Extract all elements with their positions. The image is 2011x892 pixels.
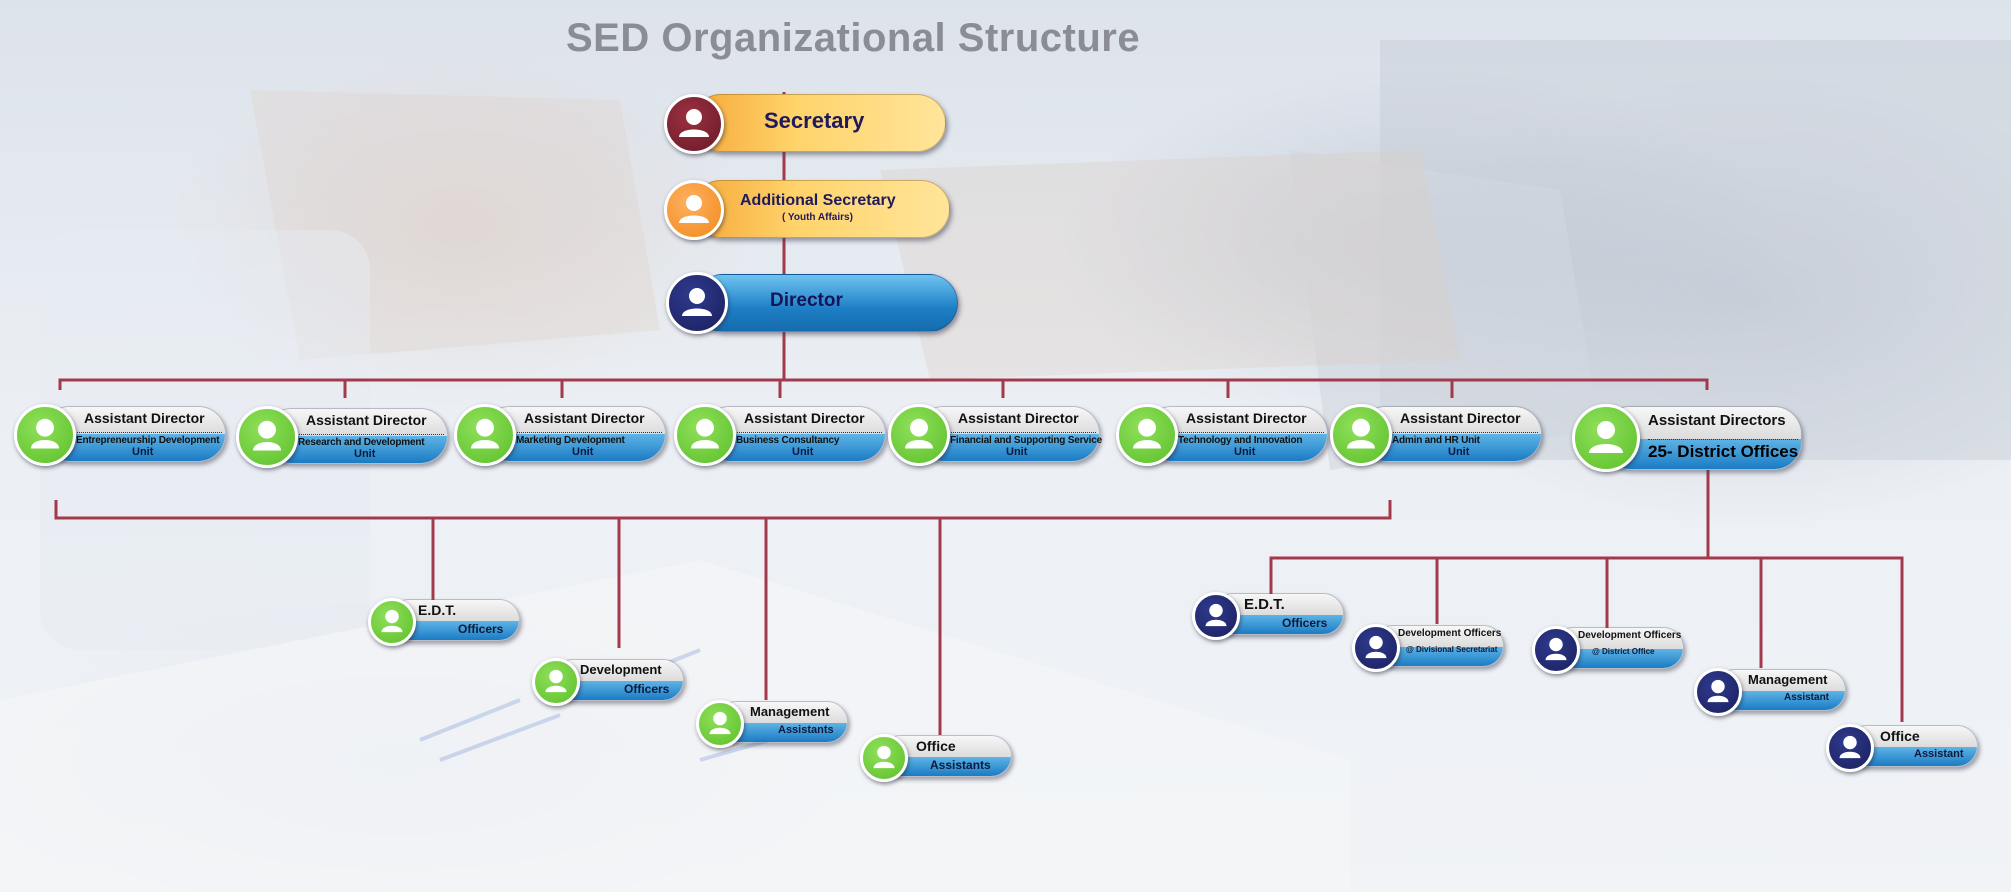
person-icon [1826,724,1874,772]
unit-line2: Unit [354,448,376,460]
secretary-title: Secretary [764,108,865,133]
staff-sub: Assistants [778,724,834,736]
staff-node: E.D.T.Officers [368,598,520,646]
chart-title: SED Organizational Structure [566,16,1141,60]
unit-line1: Admin and HR Unit [1392,435,1480,446]
unit-line1: Financial and Supporting Service [950,435,1102,446]
person-icon [1694,668,1742,716]
unit-line2: Unit [572,446,594,458]
unit-title: Assistant Director [1400,410,1521,426]
connector-bus-units [58,378,1709,390]
district-sub: 25- District Offices [1648,442,1799,461]
staff-sub: @ Divisional Secretariat [1406,645,1498,654]
unit-title: Assistant Director [958,410,1079,426]
staff-node: Development Officers @ District Office [1532,626,1684,674]
person-icon [1330,404,1392,466]
unit-title: Assistant Director [306,412,427,428]
unit-line1: Business Consultancy [736,435,840,446]
staff-title: E.D.T. [418,602,457,618]
unit-line1: Marketing Development [516,435,625,446]
person-icon [1116,404,1178,466]
staff-sub: Assistants [930,758,991,772]
person-icon [14,404,76,466]
staff-title: Office [1880,728,1920,744]
staff-sub: Officers [624,682,670,696]
director-node: Director [666,270,958,334]
staff-node: E.D.T. Officers [1192,592,1344,640]
unit-line2: Unit [1006,446,1028,458]
person-icon [666,272,728,334]
unit-line2: Unit [792,446,814,458]
person-icon [860,734,908,782]
unit-line2: Unit [1234,446,1256,458]
person-icon [696,700,744,748]
unit-line1: Research and Development [298,437,425,448]
person-icon [368,598,416,646]
connector-bus-staff [54,500,1392,520]
unit-title: Assistant Director [84,410,205,426]
director-title: Director [770,290,843,311]
district-offices-node: Assistant Directors 25- District Offices [1572,404,1804,474]
staff-title: Development [580,662,662,677]
staff-sub: @ District Office [1592,647,1655,656]
person-icon [674,404,736,466]
unit-title: Assistant Director [1186,410,1307,426]
unit-line2: Unit [1448,446,1470,458]
connector-bus-district [1269,556,1904,722]
unit-title: Assistant Director [524,410,645,426]
secretary-node: Secretary [664,92,946,154]
staff-title: Development Officers [1398,628,1502,639]
additional-secretary-sub: ( Youth Affairs) [782,212,853,223]
staff-title: Office [916,738,956,754]
person-icon [1572,404,1640,472]
staff-title: E.D.T. [1244,596,1285,613]
staff-sub: Assistant [1784,692,1830,703]
person-icon [664,94,724,154]
additional-secretary-title: Additional Secretary [740,192,896,209]
unit-title: Assistant Director [744,410,865,426]
unit-line2: Unit [132,446,154,458]
staff-sub: Assistant [1914,748,1964,760]
district-title: Assistant Directors [1648,412,1786,429]
person-icon [454,404,516,466]
person-icon [664,180,724,240]
person-icon [1352,624,1400,672]
person-icon [532,658,580,706]
staff-title: Management [1748,672,1828,687]
staff-sub: Officers [1282,616,1328,630]
person-icon [888,404,950,466]
person-icon [1192,592,1240,640]
unit-line1: Technology and Innovation [1178,435,1303,446]
staff-sub: Officers [458,622,504,636]
person-icon [236,406,298,468]
staff-node: Development Officers @ Divisional Secreta… [1352,624,1504,672]
staff-title: Management [750,704,830,719]
person-icon [1532,626,1580,674]
staff-title: Development Officers [1578,630,1682,641]
unit-line1: Entrepreneurship Development [76,435,220,446]
additional-secretary-node: Additional Secretary ( Youth Affairs) [664,176,950,240]
